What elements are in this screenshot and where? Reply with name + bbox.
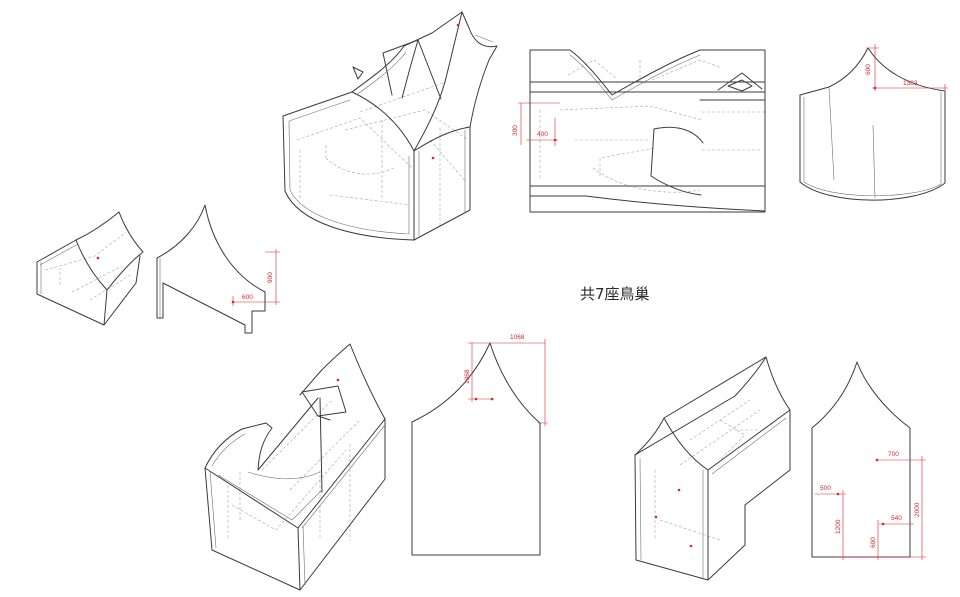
- dimension-label: 500: [820, 485, 831, 492]
- dimension-label: 600: [865, 64, 872, 75]
- roof: [75, 211, 144, 291]
- reference-point: [474, 397, 478, 401]
- dimension-label: 600: [242, 294, 253, 301]
- side-face: [297, 418, 386, 591]
- dimension-label: 1383: [903, 80, 918, 87]
- dimensions: 600 1383: [865, 44, 948, 92]
- gable-face: [36, 239, 108, 291]
- hidden-lines: [296, 81, 469, 226]
- dimension-label: 900: [267, 272, 274, 283]
- isometric-nest-d: [634, 356, 791, 581]
- reference-point: [875, 458, 879, 462]
- roof-eave: [634, 356, 767, 456]
- dimension-label: 400: [537, 131, 548, 138]
- roof-valley: [413, 11, 463, 152]
- band-lines: [529, 81, 766, 101]
- reference-point: [654, 515, 658, 519]
- reference-point: [490, 397, 494, 401]
- elevation-top: 300 400: [512, 49, 766, 213]
- profile-bottom-right: 700 500 540 1200 2000 600: [811, 361, 926, 560]
- dimensions: 1068 1068: [464, 334, 548, 426]
- roof: [351, 11, 498, 128]
- profile-top-right: 600 1383: [799, 44, 948, 201]
- hidden-lines: [654, 399, 761, 541]
- reference-point: [336, 378, 340, 382]
- side-outline: [707, 356, 791, 581]
- dimensions: 700 500 540 1200 2000 600: [815, 451, 926, 560]
- hidden-lines: [44, 231, 131, 301]
- reference-point: [456, 23, 460, 27]
- dimension-label: 1200: [835, 519, 842, 534]
- elevation-outline: [529, 49, 766, 213]
- profile-outline: [156, 204, 266, 334]
- dimension-label: 1068: [510, 334, 525, 341]
- sheet-title: 共7座鳥巢: [580, 285, 650, 303]
- base-lines: [529, 185, 766, 212]
- reference-point: [873, 86, 877, 90]
- reference-point: [689, 544, 693, 548]
- profile-bottom-middle: 1068 1068: [411, 334, 548, 556]
- body: [36, 255, 141, 326]
- house-symbol: [717, 72, 763, 92]
- profile-left: 900 600: [156, 204, 280, 334]
- dimension-label: 2000: [914, 502, 921, 517]
- dimension-label: 540: [891, 515, 902, 522]
- inner-gable: [382, 39, 442, 100]
- isometric-nest-b: [36, 211, 144, 326]
- flag: [352, 66, 364, 80]
- reference-point: [677, 488, 681, 492]
- reference-point: [836, 492, 840, 496]
- reference-point: [431, 156, 435, 160]
- isometric-nest-a: [282, 11, 498, 241]
- cup-panel: [650, 126, 704, 196]
- dimension-label: 700: [888, 451, 899, 458]
- dimension-label: 600: [870, 537, 877, 548]
- reference-point: [553, 138, 557, 142]
- isometric-nest-c: [204, 343, 386, 591]
- left-wing: [204, 397, 319, 471]
- dimensions: 300 400: [512, 102, 560, 146]
- dimension-label: 300: [512, 125, 519, 136]
- reference-point: [231, 300, 235, 304]
- dimension-label: 1068: [464, 369, 471, 384]
- hidden-lines: [539, 59, 765, 193]
- gable-window: [301, 385, 347, 421]
- profile-outline: [799, 47, 946, 201]
- gable: [299, 343, 386, 493]
- reference-point: [881, 522, 885, 526]
- profile-outline: [411, 342, 541, 556]
- dimensions: 900 600: [231, 249, 280, 306]
- reference-point: [96, 256, 100, 260]
- roof-ridge: [663, 356, 767, 419]
